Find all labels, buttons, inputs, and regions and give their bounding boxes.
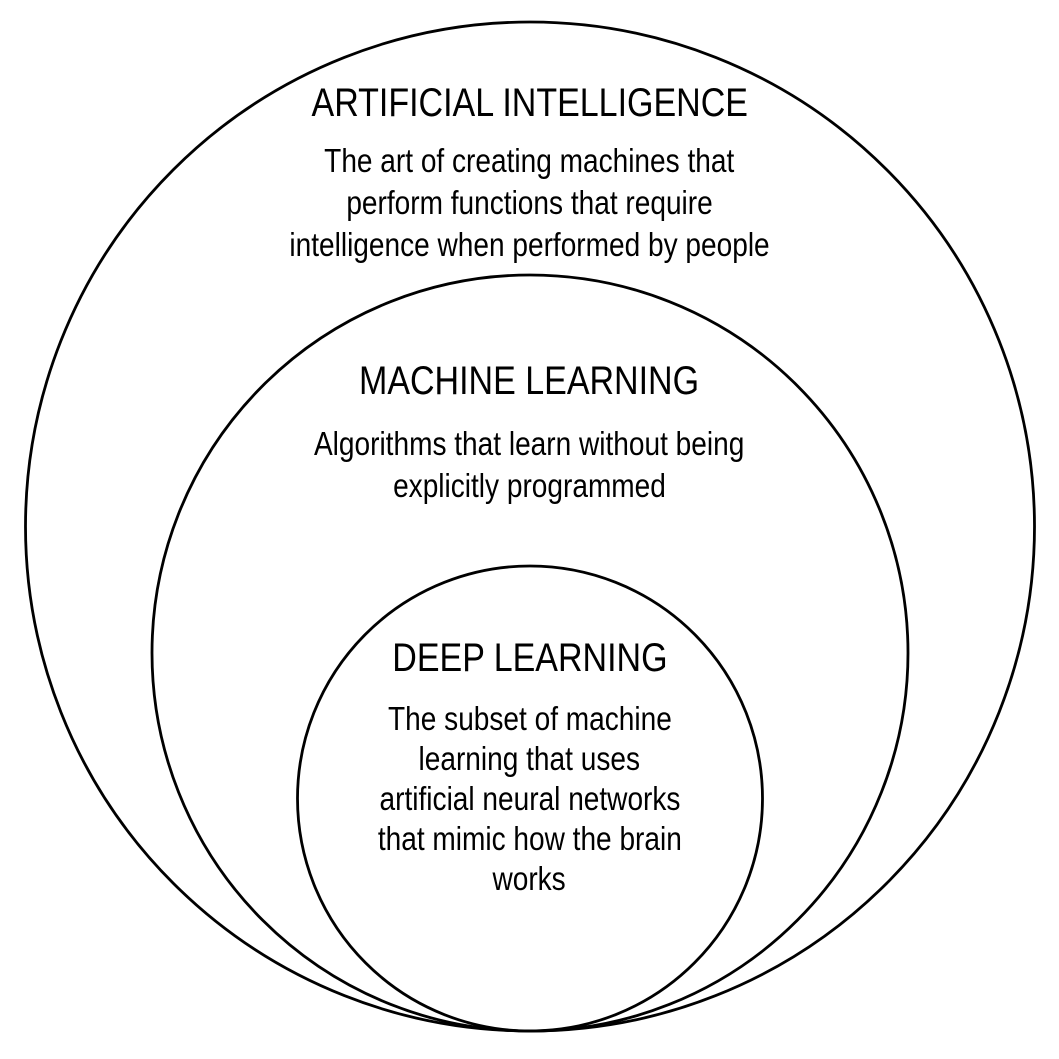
deep-learning-title-text: DEEP LEARNING <box>391 636 668 680</box>
machine-learning-description: Algorithms that learn without being expl… <box>0 423 1059 507</box>
deep-learning-description-line: artificial neural networks <box>379 780 680 817</box>
deep-learning-description-line: that mimic how the brain <box>377 820 682 857</box>
artificial-intelligence-description: The art of creating machines that perfor… <box>0 140 1059 266</box>
machine-learning-title-text: MACHINE LEARNING <box>359 359 700 403</box>
artificial-intelligence-description-line: The art of creating machines that <box>324 142 735 179</box>
artificial-intelligence-title-text: ARTIFICIAL INTELLIGENCE <box>311 81 748 125</box>
deep-learning-description: The subset of machine learning that uses… <box>0 699 1059 899</box>
deep-learning-description-line: The subset of machine <box>387 700 672 737</box>
artificial-intelligence-title: ARTIFICIAL INTELLIGENCE <box>0 83 1059 123</box>
deep-learning-description-line: learning that uses <box>418 740 641 777</box>
deep-learning-title: DEEP LEARNING <box>0 638 1059 678</box>
artificial-intelligence-description-line: intelligence when performed by people <box>289 226 770 263</box>
deep-learning-circle <box>296 564 764 1033</box>
artificial-intelligence-description-line: perform functions that require <box>346 184 713 221</box>
deep-learning-description-line: works <box>492 860 567 897</box>
machine-learning-title: MACHINE LEARNING <box>0 361 1059 401</box>
machine-learning-description-line: Algorithms that learn without being <box>314 425 745 462</box>
machine-learning-description-line: explicitly programmed <box>393 467 666 504</box>
